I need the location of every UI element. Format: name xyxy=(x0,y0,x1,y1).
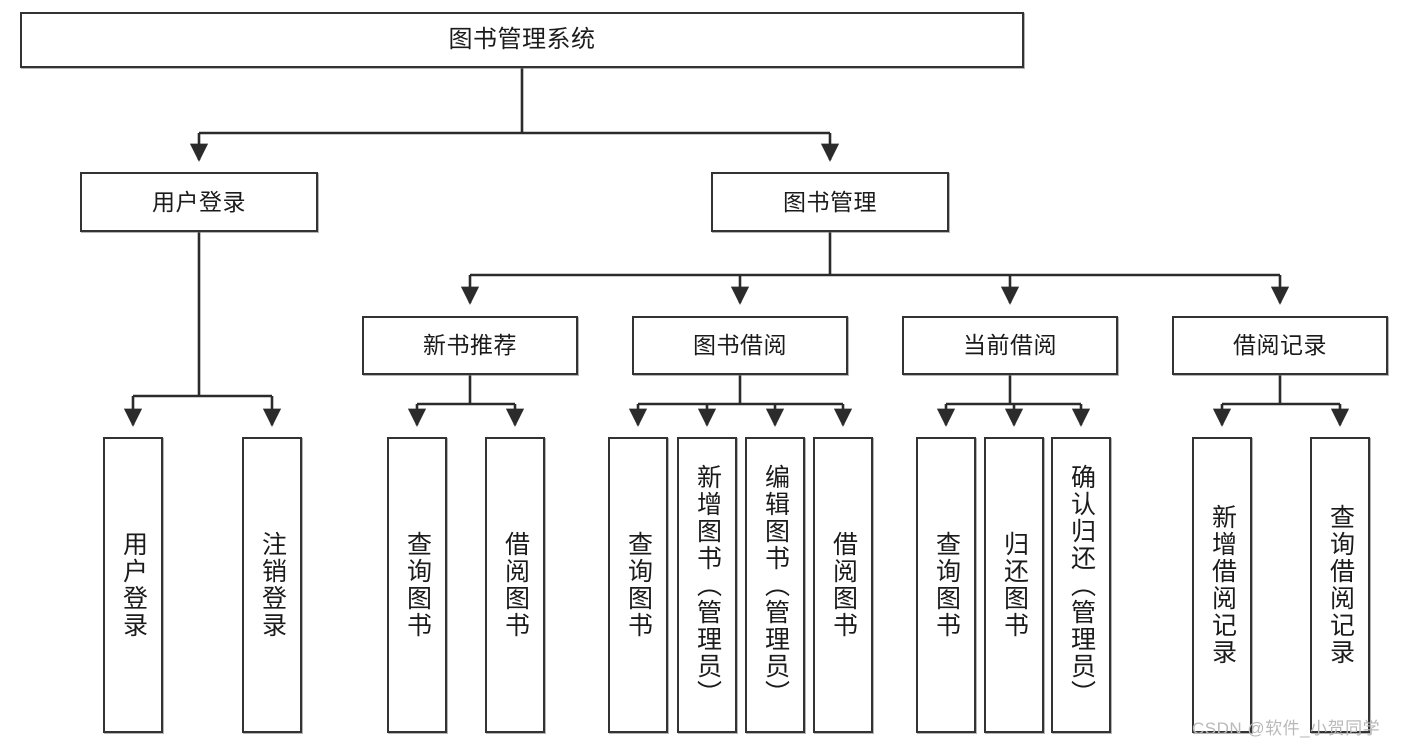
node-leaf-query-book-cur[interactable]: 查询图书 xyxy=(916,437,976,733)
node-leaf-query-book-borrow-label: 查询图书 xyxy=(624,531,653,639)
node-leaf-query-book-rec-label: 查询图书 xyxy=(403,531,432,639)
node-user-login[interactable]: 用户登录 xyxy=(80,172,318,232)
node-user-login-label: 用户登录 xyxy=(152,188,246,215)
node-leaf-query-record[interactable]: 查询借阅记录 xyxy=(1310,437,1370,733)
node-leaf-confirm-return-label: 确认归还（管理员） xyxy=(1067,463,1096,707)
node-leaf-borrow-book-label: 借阅图书 xyxy=(829,531,858,639)
node-leaf-add-book-label: 新增图书（管理员） xyxy=(693,463,722,707)
node-book-borrow-label: 图书借阅 xyxy=(693,332,787,359)
node-leaf-return-book-label: 归还图书 xyxy=(1000,531,1029,639)
node-borrow-record-label: 借阅记录 xyxy=(1233,332,1327,359)
csdn-watermark: CSDN @软件_小贺同学 xyxy=(1192,719,1381,738)
node-root[interactable]: 图书管理系统 xyxy=(20,12,1024,68)
node-leaf-borrow-book-rec-label: 借阅图书 xyxy=(501,531,530,639)
node-leaf-borrow-book-rec[interactable]: 借阅图书 xyxy=(485,437,545,733)
node-leaf-query-book-cur-label: 查询图书 xyxy=(932,531,961,639)
node-leaf-logout[interactable]: 注销登录 xyxy=(242,437,302,733)
node-leaf-return-book[interactable]: 归还图书 xyxy=(984,437,1044,733)
node-root-label: 图书管理系统 xyxy=(448,26,596,54)
node-leaf-add-record-label: 新增借阅记录 xyxy=(1208,504,1237,666)
node-leaf-user-login-label: 用户登录 xyxy=(119,531,148,639)
node-book-manage-label: 图书管理 xyxy=(783,188,877,215)
node-leaf-query-record-label: 查询借阅记录 xyxy=(1326,504,1355,666)
node-leaf-edit-book-label: 编辑图书（管理员） xyxy=(761,463,790,707)
node-book-borrow[interactable]: 图书借阅 xyxy=(632,316,848,375)
node-leaf-logout-label: 注销登录 xyxy=(258,531,287,639)
node-leaf-add-book[interactable]: 新增图书（管理员） xyxy=(677,437,737,733)
node-new-book-rec-label: 新书推荐 xyxy=(423,332,517,359)
node-leaf-edit-book[interactable]: 编辑图书（管理员） xyxy=(745,437,805,733)
node-leaf-query-book-borrow[interactable]: 查询图书 xyxy=(608,437,668,733)
node-leaf-user-login[interactable]: 用户登录 xyxy=(103,437,163,733)
node-borrow-record[interactable]: 借阅记录 xyxy=(1172,316,1388,375)
node-current-borrow-label: 当前借阅 xyxy=(963,332,1057,359)
node-current-borrow[interactable]: 当前借阅 xyxy=(902,316,1118,375)
node-new-book-rec[interactable]: 新书推荐 xyxy=(362,316,578,375)
node-leaf-borrow-book[interactable]: 借阅图书 xyxy=(813,437,873,733)
node-leaf-confirm-return[interactable]: 确认归还（管理员） xyxy=(1051,437,1111,733)
node-leaf-query-book-rec[interactable]: 查询图书 xyxy=(387,437,447,733)
node-leaf-add-record[interactable]: 新增借阅记录 xyxy=(1192,437,1252,733)
node-book-manage[interactable]: 图书管理 xyxy=(711,172,949,232)
